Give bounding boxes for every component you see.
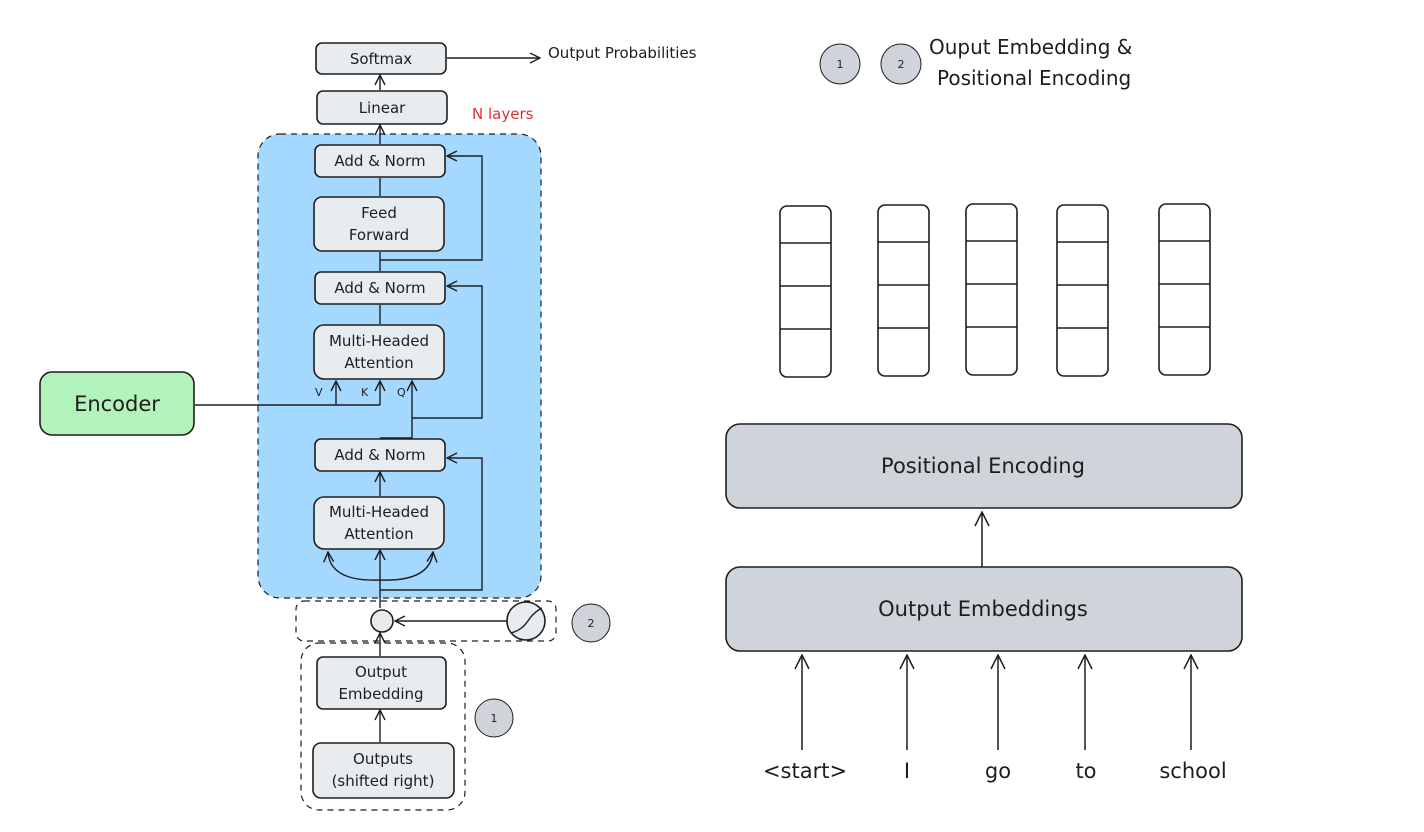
linear-box: Linear — [316, 90, 448, 125]
legend-title-line2: Positional Encoding — [937, 66, 1131, 90]
sine-wave-icon — [506, 601, 546, 641]
embedding-vector — [779, 205, 832, 378]
token-label: school — [1159, 759, 1226, 783]
badge-2-left: 2 — [571, 603, 611, 643]
encoder-box: Encoder — [39, 371, 195, 436]
token-label: <start> — [763, 759, 847, 783]
outputs-line2: (shifted right) — [332, 772, 435, 790]
cross-attention-line1: Multi-Headed — [329, 332, 429, 350]
add-norm-top-box: Add & Norm — [314, 144, 446, 178]
token-label: go — [985, 759, 1011, 783]
add-norm-mid-label: Add & Norm — [334, 279, 425, 297]
outputs-line1: Outputs — [353, 750, 413, 768]
self-attention-line1: Multi-Headed — [329, 503, 429, 521]
add-norm-bottom-box: Add & Norm — [314, 438, 446, 472]
embedding-vectors — [779, 203, 1211, 378]
output-embeddings-label: Output Embeddings — [878, 597, 1088, 621]
output-embeddings-box: Output Embeddings — [725, 566, 1243, 652]
token-label: to — [1075, 759, 1096, 783]
cross-attention-box: Multi-Headed Attention — [313, 324, 445, 380]
embedding-vector — [877, 204, 930, 377]
legend-title-line1: Ouput Embedding & — [929, 35, 1132, 59]
sum-node — [370, 609, 394, 633]
embedding-vector — [1056, 204, 1109, 377]
output-probabilities-label: Output Probabilities — [548, 44, 697, 62]
softmax-box: Softmax — [315, 42, 447, 75]
n-layers-label: N layers — [472, 105, 534, 123]
add-norm-bottom-label: Add & Norm — [334, 446, 425, 464]
positional-encoding-box: Positional Encoding — [725, 423, 1243, 509]
token-label: I — [904, 759, 910, 783]
decoder-connections — [195, 58, 540, 742]
embedding-vector — [965, 203, 1018, 376]
feed-forward-line1: Feed — [361, 204, 397, 222]
badge-1-left-label: 1 — [491, 712, 498, 725]
feed-forward-line2: Forward — [349, 226, 409, 244]
input-k-label: K — [361, 386, 369, 399]
positional-encoding-group — [295, 600, 557, 642]
linear-label: Linear — [359, 99, 406, 117]
input-v-label: V — [315, 386, 323, 399]
input-q-label: Q — [397, 386, 406, 399]
badge-1-left: 1 — [474, 698, 514, 738]
output-embedding-line1: Output — [355, 663, 407, 681]
feed-forward-box: Feed Forward — [313, 196, 445, 252]
add-norm-top-label: Add & Norm — [334, 152, 425, 170]
legend-badge-1: 1 — [819, 43, 861, 85]
add-norm-mid-box: Add & Norm — [314, 271, 446, 305]
self-attention-line2: Attention — [344, 525, 413, 543]
badge-2-left-label: 2 — [588, 617, 595, 630]
output-embedding-group — [300, 642, 466, 811]
positional-encoding-label: Positional Encoding — [881, 454, 1085, 478]
encoder-label: Encoder — [74, 392, 160, 416]
token-arrows — [802, 655, 1191, 750]
legend-badge-2: 2 — [880, 43, 922, 85]
legend-badge-2-label: 2 — [898, 58, 905, 71]
softmax-label: Softmax — [350, 50, 412, 68]
output-embedding-box: Output Embedding — [316, 656, 447, 710]
outputs-box: Outputs (shifted right) — [312, 742, 455, 799]
embedding-vector — [1158, 203, 1211, 376]
self-attention-box: Multi-Headed Attention — [313, 496, 445, 550]
cross-attention-line2: Attention — [344, 354, 413, 372]
legend-badge-1-label: 1 — [837, 58, 844, 71]
output-embedding-line2: Embedding — [338, 685, 423, 703]
